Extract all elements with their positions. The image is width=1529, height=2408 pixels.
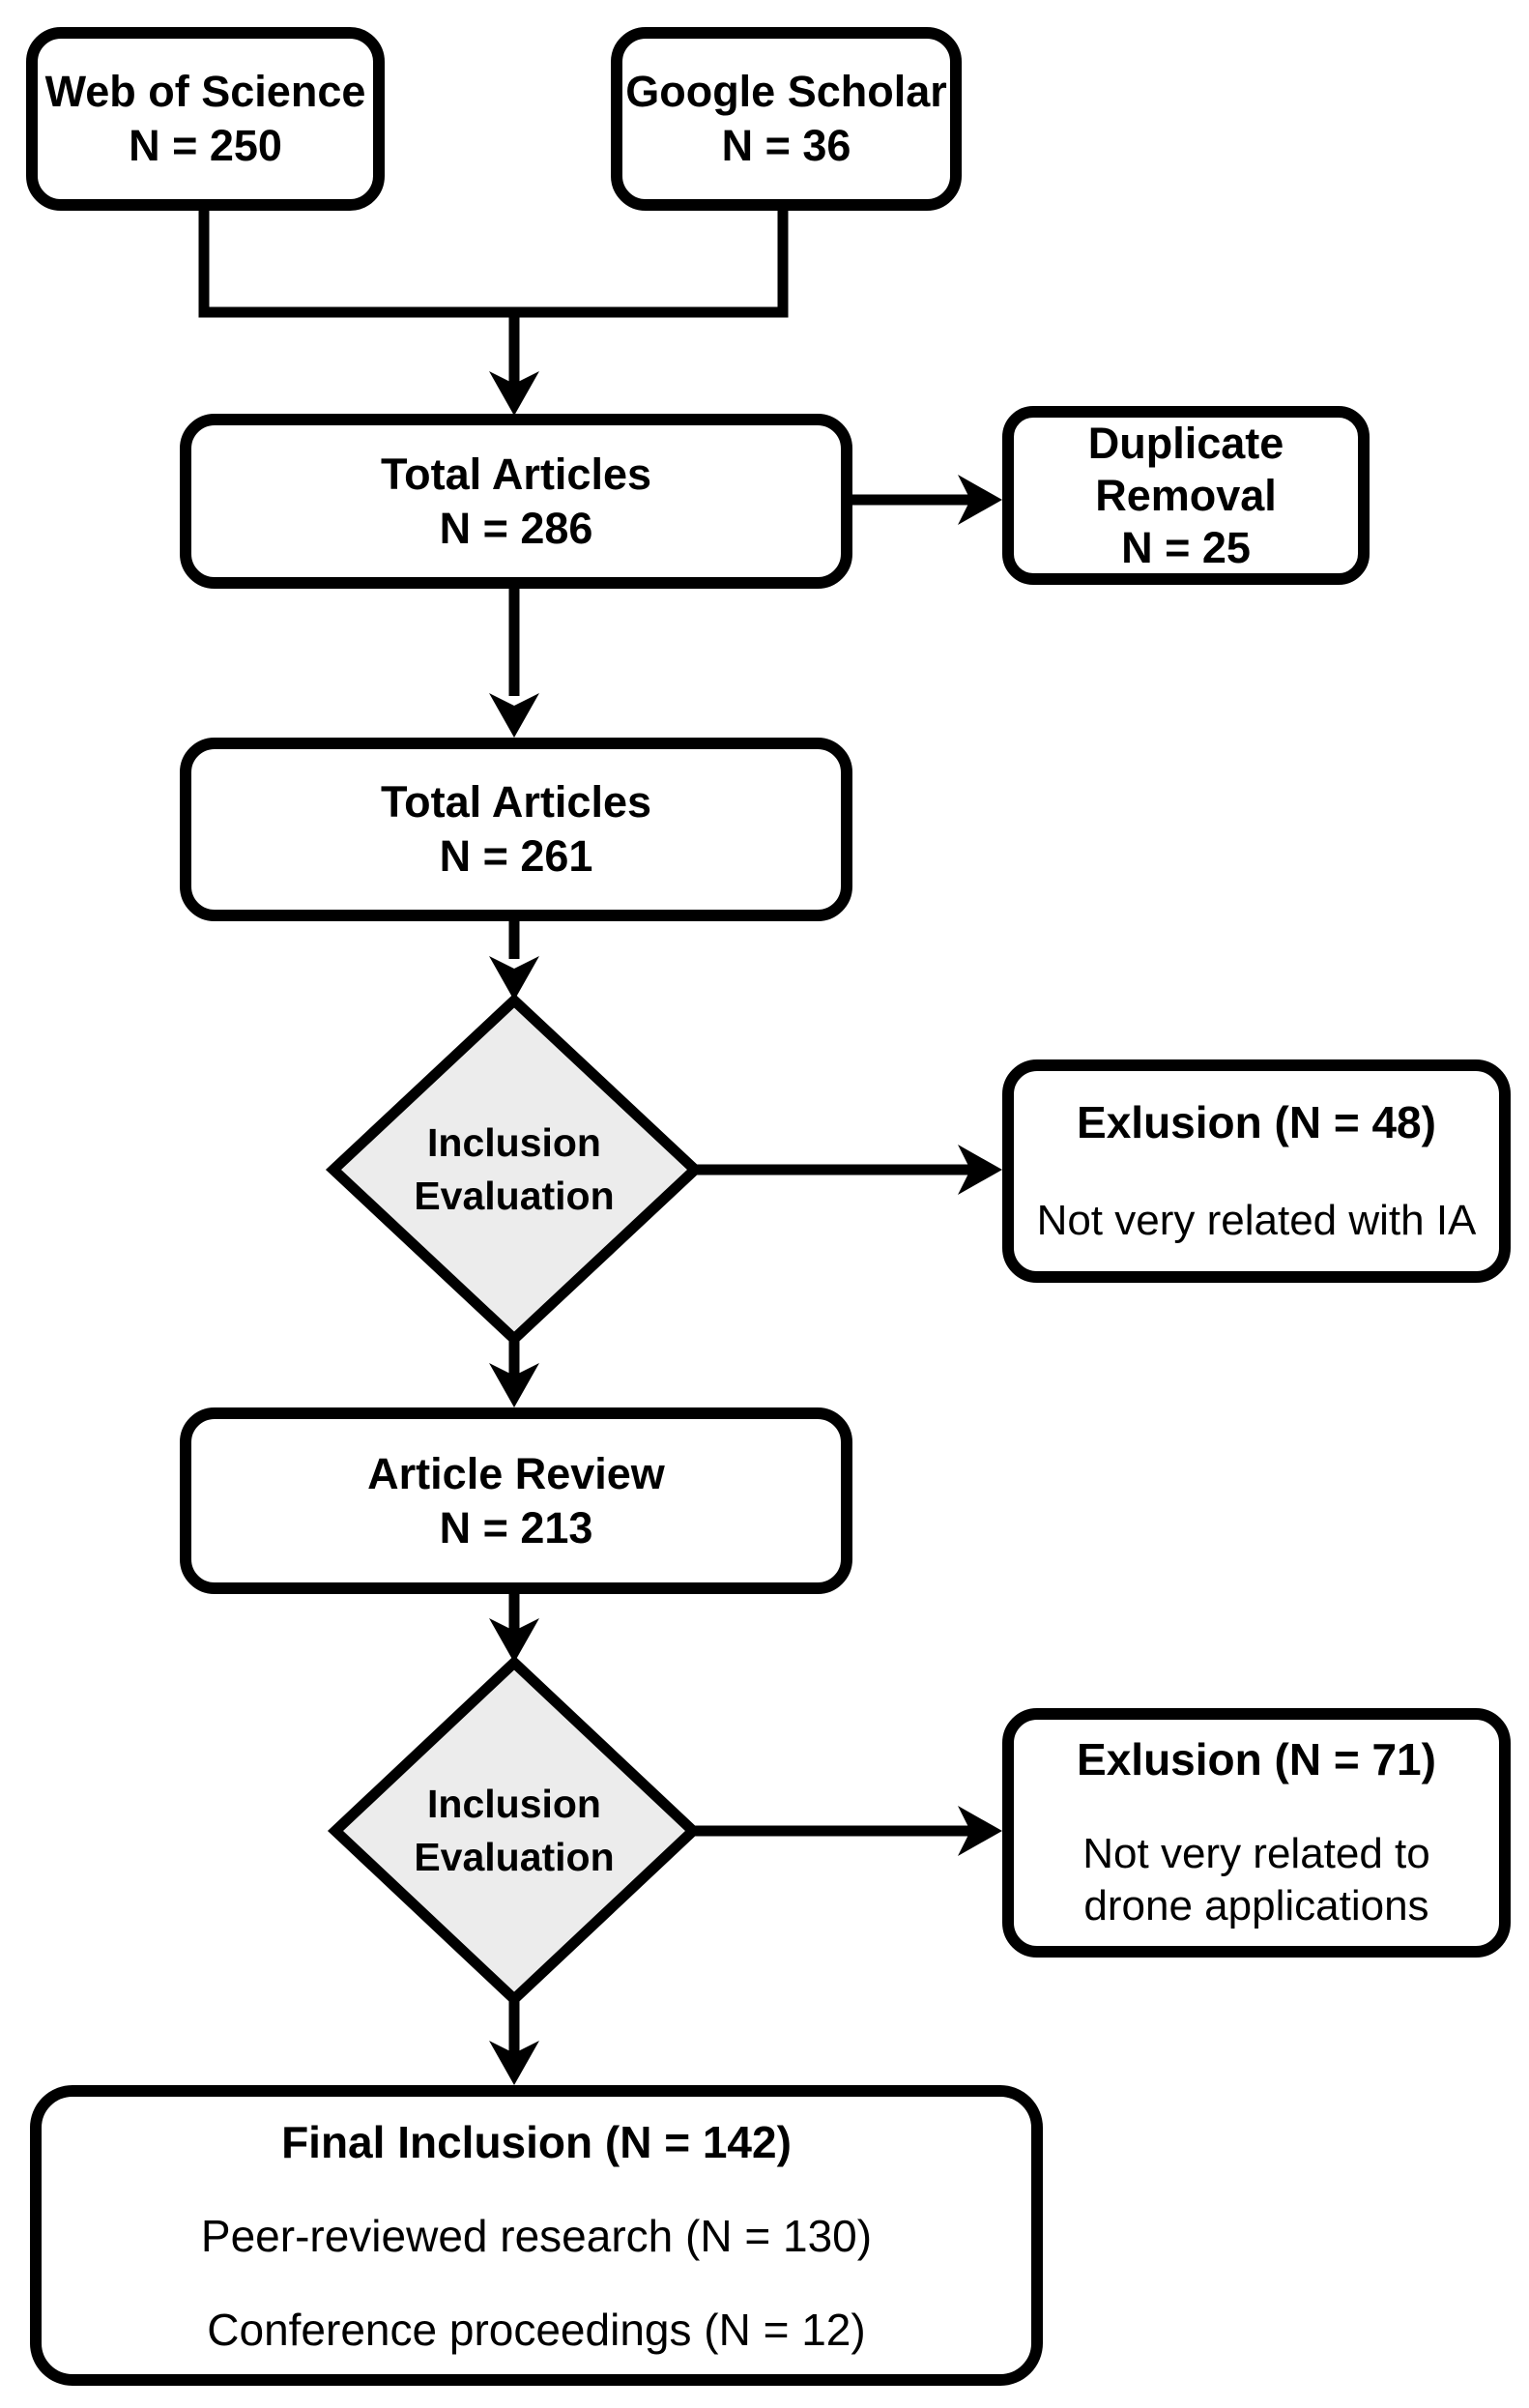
- decision-1-label: Inclusion Evaluation: [340, 1102, 688, 1237]
- arrowhead-into-decision1: [489, 956, 539, 1001]
- decision-1-line1: Inclusion: [427, 1120, 601, 1165]
- node-exclusion-48: Exlusion (N = 48) Not very related with …: [1002, 1059, 1511, 1283]
- arrowhead-into-decision2: [489, 1618, 539, 1663]
- node-article-review: Article Review N = 213: [180, 1407, 852, 1594]
- arrowhead-into-final: [489, 2041, 539, 2085]
- final-inclusion-peer-reviewed: Peer-reviewed research (N = 130): [200, 2210, 873, 2261]
- arrowhead-into-total-286: [489, 371, 539, 416]
- arrowhead-into-exclusion2: [958, 1806, 1002, 1856]
- node-final-inclusion: Final Inclusion (N = 142) Peer-reviewed …: [30, 2085, 1043, 2386]
- web-of-science-label: Web of Science: [44, 67, 366, 116]
- exclusion-71-title: Exlusion (N = 71): [1077, 1734, 1436, 1784]
- final-inclusion-title: Final Inclusion (N = 142): [281, 2116, 792, 2167]
- node-duplicate-removal: Duplicate Removal N = 25: [1002, 406, 1370, 585]
- total-articles-286-label: Total Articles: [380, 449, 652, 499]
- node-total-articles-261: Total Articles N = 261: [180, 738, 852, 921]
- node-google-scholar: Google Scholar N = 36: [611, 27, 962, 211]
- node-exclusion-71: Exlusion (N = 71) Not very related to dr…: [1002, 1708, 1511, 1958]
- decision-2-line2: Evaluation: [414, 1835, 615, 1879]
- arrowhead-into-total-261: [489, 693, 539, 738]
- decision-2-label: Inclusion Evaluation: [340, 1763, 688, 1899]
- node-total-articles-286: Total Articles N = 286: [180, 414, 852, 589]
- arrowhead-into-exclusion1: [958, 1145, 1002, 1195]
- exclusion-71-reason: Not very related to drone applications: [1082, 1830, 1430, 1929]
- total-articles-261-count: N = 261: [439, 831, 593, 881]
- duplicate-removal-count: N = 25: [1121, 522, 1251, 572]
- node-web-of-science: Web of Science N = 250: [26, 27, 385, 211]
- connector-merge: [198, 208, 789, 318]
- exclusion-48-reason: Not very related with IA: [1036, 1196, 1477, 1244]
- article-review-count: N = 213: [439, 1502, 593, 1552]
- google-scholar-label: Google Scholar: [625, 67, 947, 116]
- total-articles-261-label: Total Articles: [380, 777, 652, 827]
- arrowhead-into-duplicate: [958, 475, 1002, 525]
- decision-2-line1: Inclusion: [427, 1782, 601, 1826]
- article-review-label: Article Review: [367, 1448, 665, 1498]
- total-articles-286-count: N = 286: [439, 503, 593, 553]
- final-inclusion-conference: Conference proceedings (N = 12): [207, 2304, 866, 2355]
- duplicate-removal-label: Duplicate Removal: [1087, 418, 1284, 520]
- arrowhead-into-review: [489, 1363, 539, 1407]
- google-scholar-count: N = 36: [721, 121, 851, 170]
- exclusion-48-title: Exlusion (N = 48): [1077, 1096, 1436, 1147]
- decision-1-line2: Evaluation: [414, 1174, 615, 1218]
- web-of-science-count: N = 250: [129, 121, 282, 170]
